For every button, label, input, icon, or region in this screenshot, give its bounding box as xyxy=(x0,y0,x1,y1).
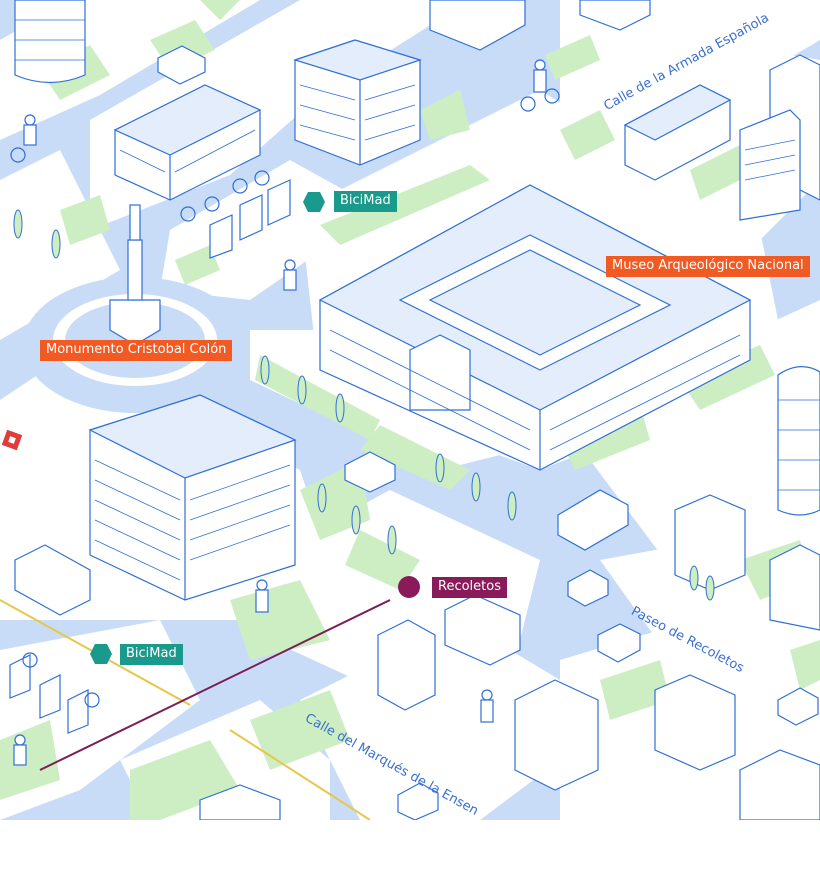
bicimad-top-label[interactable]: BiciMad xyxy=(334,191,397,212)
map-artwork xyxy=(0,0,820,820)
bicimad-bottom-hexagon-icon[interactable] xyxy=(89,643,113,665)
isometric-city-map: Museo Arqueológico Nacional Monumento Cr… xyxy=(0,0,820,820)
bicimad-top-hexagon-icon[interactable] xyxy=(302,191,326,213)
monumento-colon-label[interactable]: Monumento Cristobal Colón xyxy=(40,340,233,361)
recoletos-metro-circle-icon[interactable] xyxy=(397,575,421,599)
recoletos-label[interactable]: Recoletos xyxy=(432,577,507,598)
bus-stop-red-marker-icon xyxy=(2,430,22,450)
museo-arqueologico-label[interactable]: Museo Arqueológico Nacional xyxy=(606,256,810,277)
bicimad-bottom-label[interactable]: BiciMad xyxy=(120,644,183,665)
